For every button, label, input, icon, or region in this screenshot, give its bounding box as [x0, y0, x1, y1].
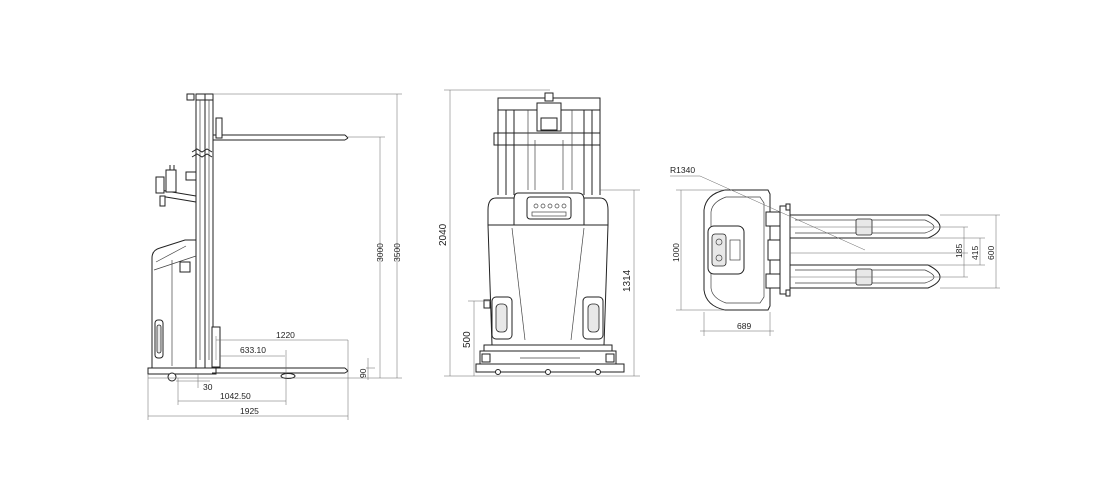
- dim-90: 90: [358, 368, 368, 378]
- dim-2040: 2040: [438, 223, 449, 246]
- dim-600: 600: [986, 246, 996, 260]
- top-view: R1340 1000 185 415 600 689: [670, 165, 1000, 336]
- dim-689: 689: [737, 321, 751, 331]
- dim-3000: 3000: [375, 243, 385, 262]
- dim-1925: 1925: [240, 406, 259, 416]
- dim-1000: 1000: [671, 243, 681, 262]
- dim-3500: 3500: [392, 243, 402, 262]
- dim-1220: 1220: [276, 330, 295, 340]
- dim-1042: 1042.50: [220, 391, 251, 401]
- dim-633: 633.10: [240, 345, 266, 355]
- front-view: 2040 1314 500: [438, 89, 640, 377]
- dim-185: 185: [954, 244, 964, 258]
- dim-415: 415: [970, 246, 980, 260]
- dim-1314: 1314: [622, 269, 633, 292]
- dim-r1340: R1340: [670, 165, 695, 175]
- dim-500: 500: [462, 331, 473, 348]
- side-view: 3500 3000 1220 633.10 90 30 1042.50 1925: [147, 93, 402, 420]
- dim-30: 30: [203, 382, 213, 392]
